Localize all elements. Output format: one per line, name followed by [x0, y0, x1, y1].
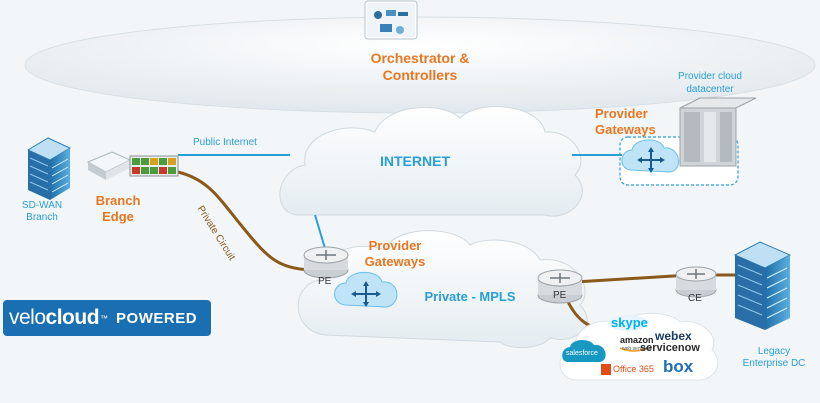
provider-gateways-top-line2: Gateways [595, 122, 656, 137]
datacenter-server-icon [679, 97, 757, 167]
provider-gateways-top-label: Provider Gateways [595, 106, 675, 138]
legacy-dc-building-icon [733, 241, 792, 330]
provider-gateway-mpls-icon [334, 271, 398, 308]
legacy-dc-line1: Legacy [757, 346, 791, 357]
provider-cloud-label-line2: datacenter [686, 84, 734, 95]
provider-cloud-label: Provider cloud datacenter [660, 70, 760, 96]
logo-velo-text: velo [9, 306, 46, 329]
branch-edge-device-icon [86, 151, 132, 180]
office365-logo-text: Office 365 [613, 364, 654, 374]
branch-edge-line2: Edge [102, 209, 134, 224]
branch-edge-line1: Branch [95, 193, 141, 208]
box-logo-text: box [663, 357, 694, 376]
salesforce-icon [562, 339, 606, 362]
sdwan-branch-building-icon [26, 137, 72, 200]
ce-label: CE [688, 293, 702, 304]
salesforce-logo-text: salesforce [566, 350, 598, 357]
wan-ports-strip [129, 155, 179, 177]
skype-icon [608, 315, 648, 331]
pe-right-label: PE [553, 290, 567, 301]
logo-tm-text: ™ [100, 313, 109, 323]
mpls-cloud [297, 230, 588, 348]
provider-cloud-label-line1: Provider cloud [678, 71, 742, 82]
legacy-dc-line2: Enterprise DC [742, 358, 806, 369]
mpls-label: Private - MPLS [424, 289, 516, 304]
branch-edge-label: Branch Edge [86, 193, 150, 225]
orchestrator-label-line2: Controllers [382, 67, 458, 83]
provider-gateways-top-line1: Provider [595, 106, 648, 121]
provider-gateways-mpls-line2: Gateways [364, 254, 426, 269]
provider-gateway-top-icon [621, 139, 679, 173]
pe-left-label: PE [318, 276, 332, 287]
ce-router-icon [675, 266, 717, 298]
public-internet-label: Public Internet [193, 137, 257, 148]
internet-cloud [279, 106, 583, 217]
orchestrator-label-line1: Orchestrator & [370, 50, 470, 66]
amazon-sub-text: web services [622, 346, 651, 352]
logo-powered-text: POWERED [116, 309, 198, 327]
skype-logo-text: skype [611, 315, 648, 330]
amazon-logo-text: amazon [620, 335, 654, 345]
orchestrator-label: Orchestrator & Controllers [355, 50, 485, 84]
office365-icon [601, 364, 611, 375]
pe-right-router-icon [537, 269, 583, 304]
internet-label: INTERNET [380, 153, 450, 169]
sdwan-branch-line2: Branch [26, 212, 58, 223]
sdwan-branch-label: SD-WAN Branch [14, 200, 70, 224]
pe-left-router-icon [303, 246, 349, 279]
provider-gateways-mpls-line1: Provider [368, 238, 422, 253]
legacy-dc-label: Legacy Enterprise DC [728, 346, 820, 370]
amazon-smile-icon [619, 347, 649, 352]
orchestrator-device-icon [364, 0, 418, 40]
private-circuit-line [177, 170, 311, 272]
logo-cloud-text: cloud [45, 306, 100, 329]
webex-logo-text: webex [655, 329, 692, 343]
sdwan-branch-line1: SD-WAN [21, 200, 63, 211]
servicenow-logo-text: servicenow [640, 342, 700, 354]
provider-gateways-mpls-label: Provider Gateways [355, 238, 435, 270]
pe-to-ce-line [574, 273, 691, 284]
